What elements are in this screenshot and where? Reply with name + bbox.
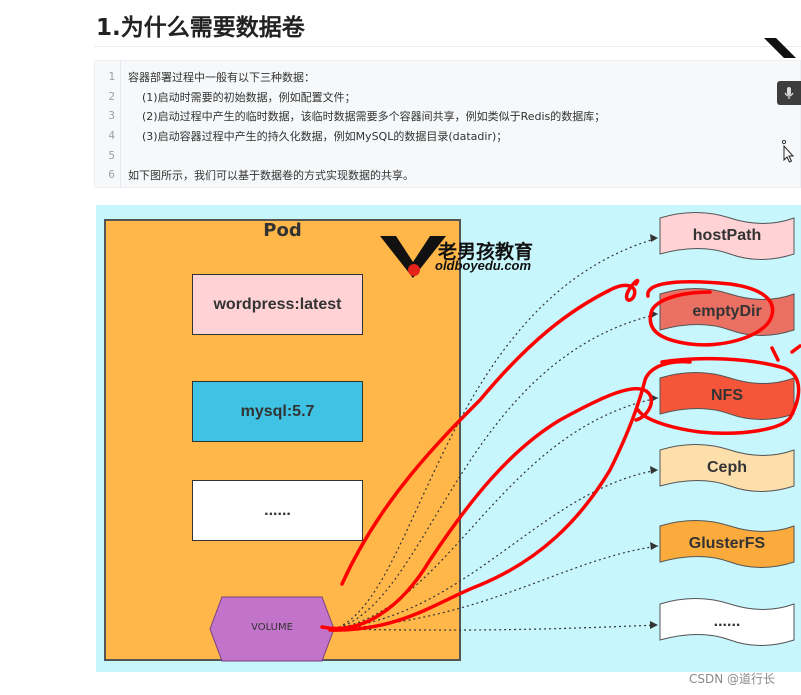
line-number: 4: [108, 129, 115, 142]
logo-subtext: oldboyedu.com: [435, 258, 532, 273]
line-number: 2: [108, 90, 115, 103]
code-block: 1 2 3 4 5 6 容器部署过程中一般有以下三种数据： (1)启动时需要的初…: [94, 60, 801, 188]
csdn-watermark: CSDN @道行长: [689, 672, 776, 686]
backend-emptydir-shape: [659, 288, 795, 336]
code-line: 容器部署过程中一般有以下三种数据：: [128, 71, 315, 84]
backend-label: emptyDir: [692, 303, 762, 320]
volume-label: VOLUME: [251, 622, 293, 633]
page-title: 1.为什么需要数据卷: [96, 15, 305, 41]
backend-label: NFS: [711, 387, 743, 404]
backend-more-shape: [659, 598, 795, 646]
other-container: ......: [192, 480, 363, 541]
oldboy-logo-icon: [380, 236, 446, 278]
line-number: 5: [108, 149, 115, 162]
line-number: 1: [108, 70, 115, 83]
line-number-gutter: 1 2 3 4 5 6: [95, 61, 121, 187]
backend-glusterfs-shape: [659, 520, 795, 568]
backend-hostpath-shape: [659, 212, 795, 260]
backend-ceph-shape: [659, 444, 795, 492]
logo-text: 老男孩教育: [438, 241, 534, 263]
code-line: (2)启动过程中产生的临时数据，该临时数据需要多个容器间共享，例如类似于Redi…: [128, 110, 606, 123]
title-divider: [94, 46, 801, 47]
connector-lines: [333, 237, 659, 631]
wordpress-container: wordpress:latest: [192, 274, 363, 335]
mouse-cursor-icon: [781, 140, 795, 163]
volume-shape: [209, 596, 335, 662]
line-number: 3: [108, 109, 115, 122]
line-number: 6: [108, 168, 115, 181]
backend-label: GlusterFS: [688, 535, 766, 552]
backend-label: Ceph: [707, 459, 747, 476]
backend-label: ......: [713, 613, 741, 630]
microphone-icon: [784, 87, 794, 99]
code-line: (1)启动时需要的初始数据，例如配置文件；: [128, 91, 356, 104]
code-line: (3)启动容器过程中产生的持久化数据，例如MySQL的数据目录(datadir)…: [128, 130, 508, 143]
code-line: 如下图所示，我们可以基于数据卷的方式实现数据的共享。: [128, 169, 414, 182]
pod-label: Pod: [263, 220, 302, 241]
backend-label: hostPath: [692, 227, 762, 244]
annotation-scribbles: [320, 278, 801, 632]
mysql-container: mysql:5.7: [192, 381, 363, 442]
collapse-corner-icon[interactable]: [762, 36, 798, 62]
microphone-button[interactable]: [777, 81, 801, 105]
